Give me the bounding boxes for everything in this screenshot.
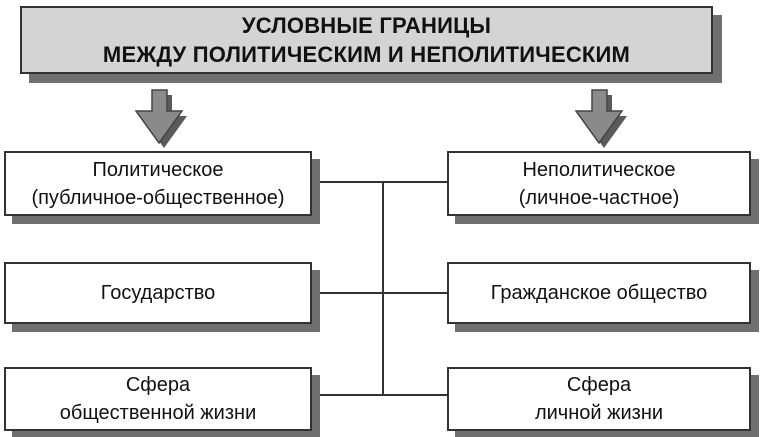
box-political-line-1: Политическое bbox=[92, 158, 224, 181]
box-public-life-line-2: общественной жизни bbox=[59, 402, 257, 424]
box-state: Государство bbox=[4, 262, 312, 324]
box-non-political-line-2: (личное-частное) bbox=[518, 186, 680, 209]
box-state-label: Государство bbox=[100, 282, 216, 304]
box-private-life-line-1: Сфера bbox=[566, 374, 632, 396]
diagram-title: УСЛОВНЫЕ ГРАНИЦЫ МЕЖДУ ПОЛИТИЧЕСКИМ И НЕ… bbox=[20, 6, 713, 74]
box-public-life: Сфера общественной жизни bbox=[4, 367, 312, 431]
box-civil-society: Гражданское общество bbox=[447, 262, 751, 324]
box-civil-society-label: Гражданское общество bbox=[490, 282, 708, 304]
box-private-life-line-2: личной жизни bbox=[534, 402, 664, 424]
title-line-1: УСЛОВНЫЕ ГРАНИЦЫ bbox=[241, 13, 492, 38]
box-private-life: Сфера личной жизни bbox=[447, 367, 751, 431]
box-political: Политическое (публичное-общественное) bbox=[4, 151, 312, 216]
box-political-line-2: (публичное-общественное) bbox=[31, 186, 285, 209]
arrow-down-right-icon bbox=[574, 89, 627, 148]
title-line-2: МЕЖДУ ПОЛИТИЧЕСКИМ И НЕПОЛИТИЧЕСКИМ bbox=[102, 42, 631, 67]
box-non-political-line-1: Неполитическое bbox=[522, 158, 676, 181]
arrow-down-left-icon bbox=[134, 89, 187, 148]
box-public-life-line-1: Сфера bbox=[125, 374, 191, 396]
box-non-political: Неполитическое (личное-частное) bbox=[447, 151, 751, 216]
